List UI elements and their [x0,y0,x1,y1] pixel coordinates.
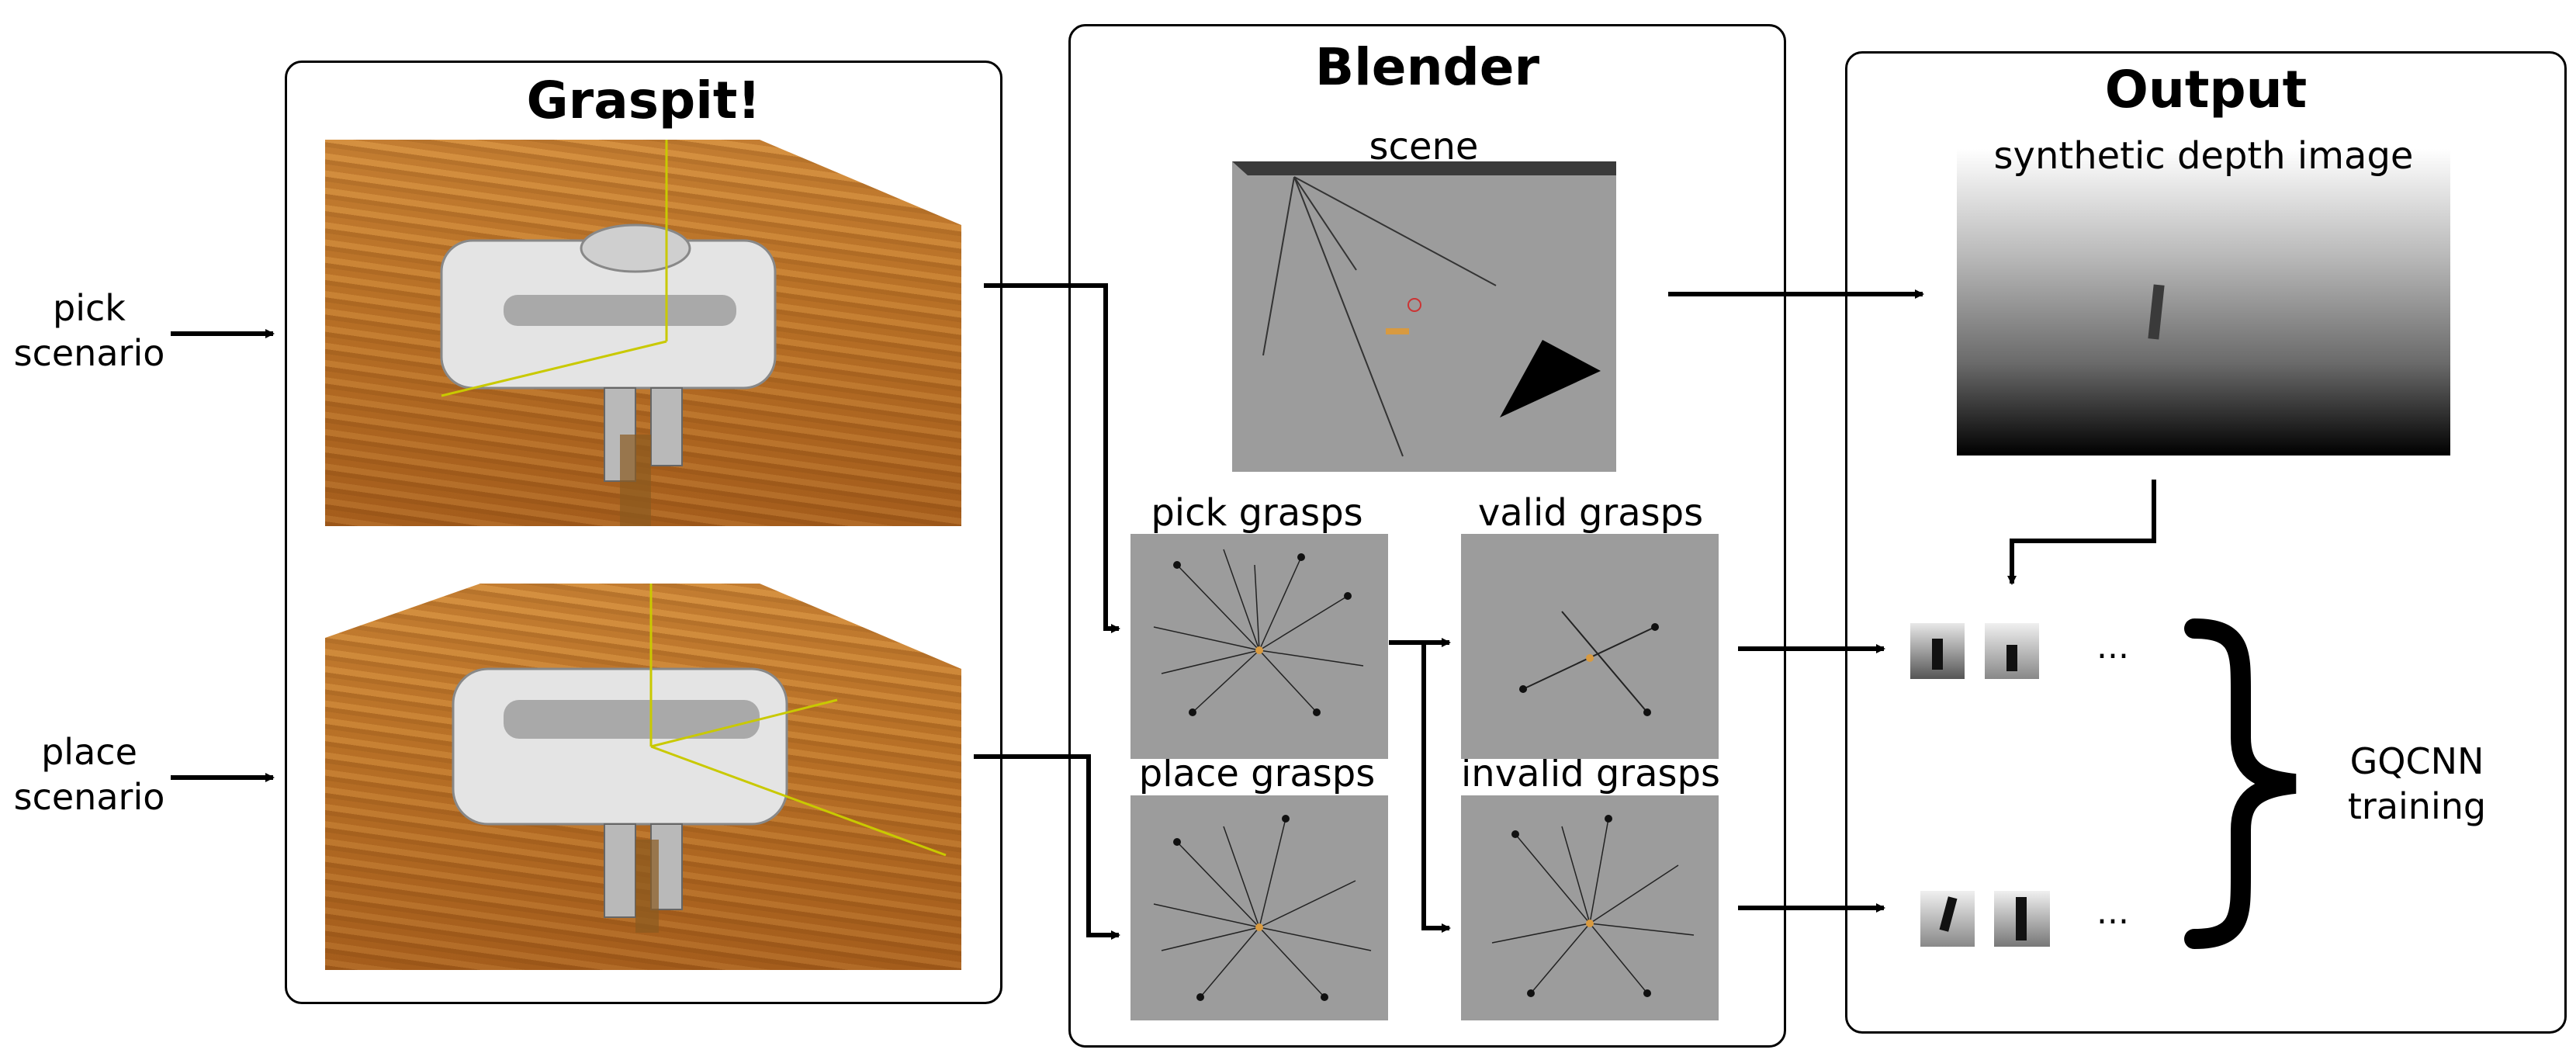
valid-grasps-label: valid grasps [1477,491,1704,535]
gripper-render-icon [325,140,961,526]
invalid-grasps-plot [1491,815,1695,997]
depth-crop-thumbnail [1985,623,2039,679]
scene-label: scene [1369,125,1479,168]
depth-object [2148,284,2165,340]
invalid-grasps-viewport [1461,795,1719,1020]
depth-crop-thumbnail [1910,623,1965,679]
synthetic-depth-image-label: synthetic depth image [1993,134,2414,178]
place-grasps-label: place grasps [1138,752,1376,795]
place-scenario-label: place scenario [13,731,165,818]
graspit-title: Graspit! [526,71,761,130]
depth-crop-thumbnail [1920,891,1975,947]
ellipsis-top: ... [2096,627,2129,667]
place-grasps-viewport [1130,795,1388,1020]
place-grasps-plot [1153,815,1372,1001]
right-curly-brace-icon [2184,618,2297,949]
blender-title: Blender [1314,37,1540,97]
scene-camera-icon [1232,161,1616,457]
synthetic-depth-image [1957,149,2450,456]
depth-crop-thumbnail [1994,891,2050,947]
pick-grasps-plot [1153,549,1364,716]
valid-grasps-plot [1519,611,1659,716]
valid-grasps-viewport [1461,534,1719,759]
output-title: Output [2104,60,2308,120]
place-scenario-render [325,584,961,970]
invalid-grasps-label: invalid grasps [1460,752,1721,795]
ellipsis-bottom: ... [2096,892,2129,932]
gripper-render-icon [325,584,961,933]
scene-viewport [1232,161,1616,472]
pick-grasps-label: pick grasps [1151,491,1363,535]
pick-grasps-viewport [1130,534,1388,759]
pick-scenario-render [325,140,961,526]
pick-scenario-label: pick scenario [13,287,165,374]
gqcnn-training-label: GQCNN training [2347,740,2487,827]
